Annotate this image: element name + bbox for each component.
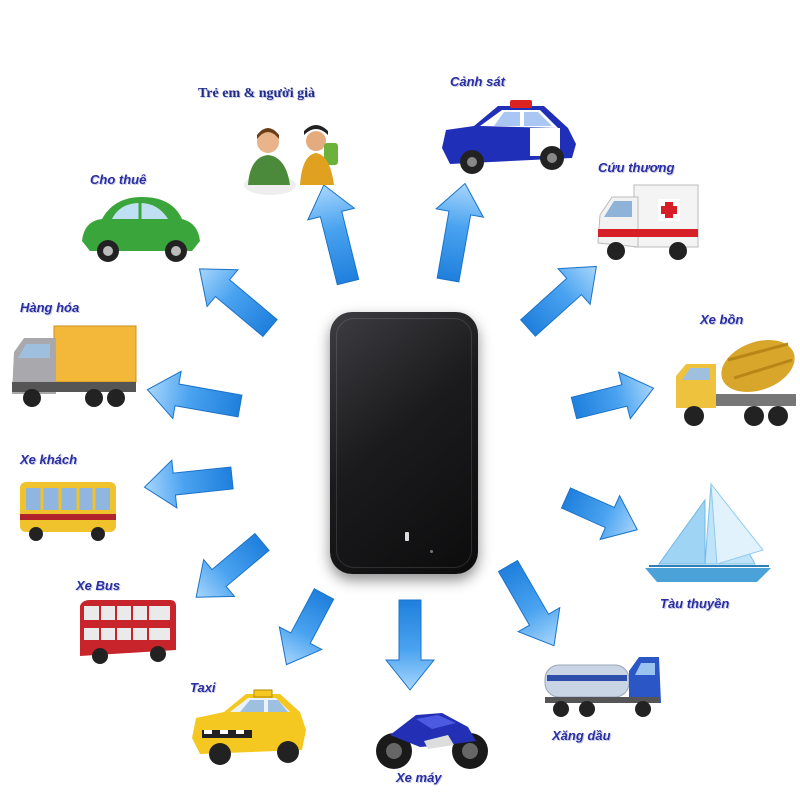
people-icon bbox=[244, 125, 338, 195]
taxi-icon bbox=[192, 689, 306, 765]
concrete-mixer-truck-icon bbox=[676, 339, 796, 426]
label-coach: Xe khách bbox=[20, 452, 78, 467]
arrow-to-mixer bbox=[570, 371, 655, 420]
sailboat-icon bbox=[645, 482, 771, 582]
fuel-tanker-icon bbox=[544, 657, 661, 717]
coach-bus-icon bbox=[20, 482, 116, 541]
arrow-to-boat bbox=[560, 487, 638, 541]
label-mixer: Xe bồn bbox=[700, 312, 744, 327]
status-led bbox=[405, 532, 409, 541]
arrow-to-rental bbox=[198, 268, 278, 338]
label-tanker: Xăng dầu bbox=[552, 728, 611, 743]
ambulance-icon bbox=[597, 184, 699, 260]
rental-car-icon bbox=[82, 197, 200, 262]
arrow-to-coach bbox=[143, 459, 234, 509]
arrow-to-police bbox=[435, 182, 485, 283]
motorbike-icon bbox=[376, 713, 488, 769]
cargo-truck-icon bbox=[12, 325, 137, 407]
arrow-to-elderly bbox=[306, 184, 360, 286]
label-cargo: Hàng hóa bbox=[20, 300, 80, 315]
gps-tracker-device bbox=[330, 312, 478, 574]
label-bus: Xe Bus bbox=[76, 578, 121, 593]
label-taxi: Taxi bbox=[190, 680, 216, 695]
label-motorbike: Xe máy bbox=[396, 770, 442, 785]
label-police: Cảnh sát bbox=[450, 74, 505, 89]
double-decker-bus-icon bbox=[80, 600, 176, 664]
arrow-to-taxi bbox=[278, 588, 335, 666]
label-elderly: Trẻ em & người già bbox=[198, 86, 315, 101]
arrow-to-tanker bbox=[497, 559, 561, 647]
label-boat: Tàu thuyền bbox=[660, 596, 730, 611]
arrow-to-bus bbox=[195, 532, 270, 598]
arrow-to-motorbike bbox=[384, 599, 436, 691]
police-car-icon bbox=[442, 100, 576, 174]
arrow-to-ambulance bbox=[519, 265, 597, 337]
label-ambulance: Cứu thương bbox=[598, 160, 675, 175]
arrow-to-cargo bbox=[146, 370, 243, 420]
microphone-hole bbox=[430, 550, 433, 553]
label-rental: Cho thuê bbox=[90, 172, 147, 187]
